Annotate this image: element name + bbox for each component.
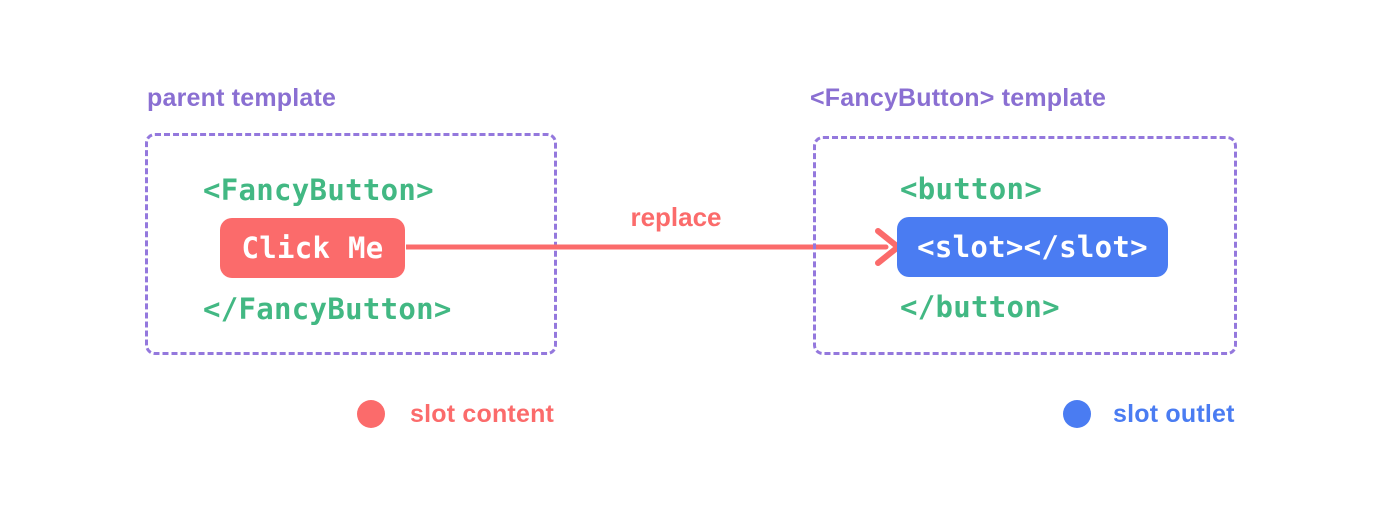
click-me-button-label: Click Me (241, 231, 384, 265)
parent-template-box (145, 133, 557, 355)
parent-template-label: parent template (147, 84, 337, 112)
legend-slot-content: slot content (357, 400, 554, 428)
slot-outlet-box: <slot></slot> (897, 217, 1168, 277)
button-open-tag: <button> (900, 172, 1043, 206)
fancybutton-close-tag: </FancyButton> (203, 292, 452, 326)
slot-outlet-label: slot outlet (1113, 399, 1235, 428)
fancybutton-template-label: <FancyButton> template (810, 84, 1107, 112)
click-me-button: Click Me (220, 218, 405, 278)
replace-label: replace (630, 202, 722, 232)
fancybutton-template-box (813, 136, 1237, 355)
slot-content-dot-icon (357, 400, 385, 428)
slot-outlet-dot-icon (1063, 400, 1091, 428)
button-close-tag: </button> (900, 290, 1060, 324)
legend-slot-outlet: slot outlet (1063, 400, 1235, 428)
slot-outlet-box-label: <slot></slot> (917, 230, 1148, 264)
slot-content-label: slot content (410, 399, 555, 428)
fancybutton-open-tag: <FancyButton> (203, 173, 434, 207)
